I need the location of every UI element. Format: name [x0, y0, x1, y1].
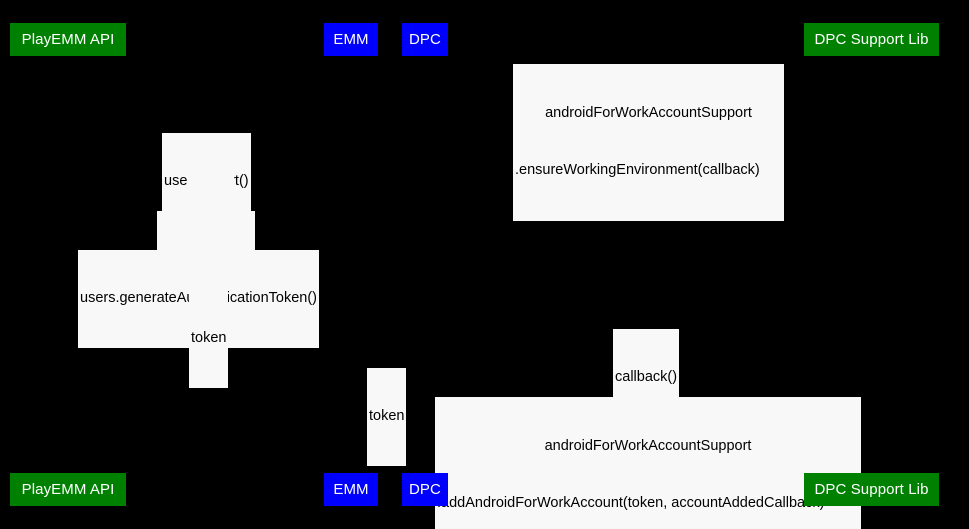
- participant-label: DPC Support Lib: [814, 31, 929, 48]
- participant-label: PlayEMM API: [21, 481, 115, 498]
- message-line-2: .addAndroidForWorkAccount(token, account…: [437, 495, 825, 511]
- participant-footer-dpc-bottom[interactable]: DPC: [402, 473, 448, 506]
- participant-footer-dpc-support-lib-bottom[interactable]: DPC Support Lib: [804, 473, 939, 506]
- participant-header-dpc-support-lib-top[interactable]: DPC Support Lib: [804, 23, 939, 56]
- participant-label: EMM: [333, 481, 369, 498]
- message-token-2: token: [367, 368, 407, 466]
- message-token-1: token: [189, 290, 229, 388]
- participant-footer-emm-bottom[interactable]: EMM: [324, 473, 378, 506]
- message-add-android-for-work-account: androidForWorkAccountSupport .addAndroid…: [435, 397, 861, 529]
- message-line-1: callback(): [615, 369, 678, 385]
- participant-label: DPC: [409, 481, 441, 498]
- message-line-1: token: [369, 408, 405, 424]
- participant-label: EMM: [333, 31, 369, 48]
- participant-header-emm-top[interactable]: EMM: [324, 23, 378, 56]
- message-line-1: androidForWorkAccountSupport: [545, 105, 752, 121]
- message-line-1: token: [191, 330, 227, 346]
- participant-label: PlayEMM API: [21, 31, 115, 48]
- message-line-2: .ensureWorkingEnvironment(callback): [515, 162, 760, 178]
- participant-footer-playemm-api-bottom[interactable]: PlayEMM API: [10, 473, 126, 506]
- participant-label: DPC: [409, 31, 441, 48]
- participant-header-playemm-api-top[interactable]: PlayEMM API: [10, 23, 126, 56]
- participant-header-dpc-top[interactable]: DPC: [402, 23, 448, 56]
- participant-label: DPC Support Lib: [814, 481, 929, 498]
- message-line-1: androidForWorkAccountSupport: [544, 438, 752, 454]
- message-ensure-working-environment: androidForWorkAccountSupport .ensureWork…: [513, 64, 784, 221]
